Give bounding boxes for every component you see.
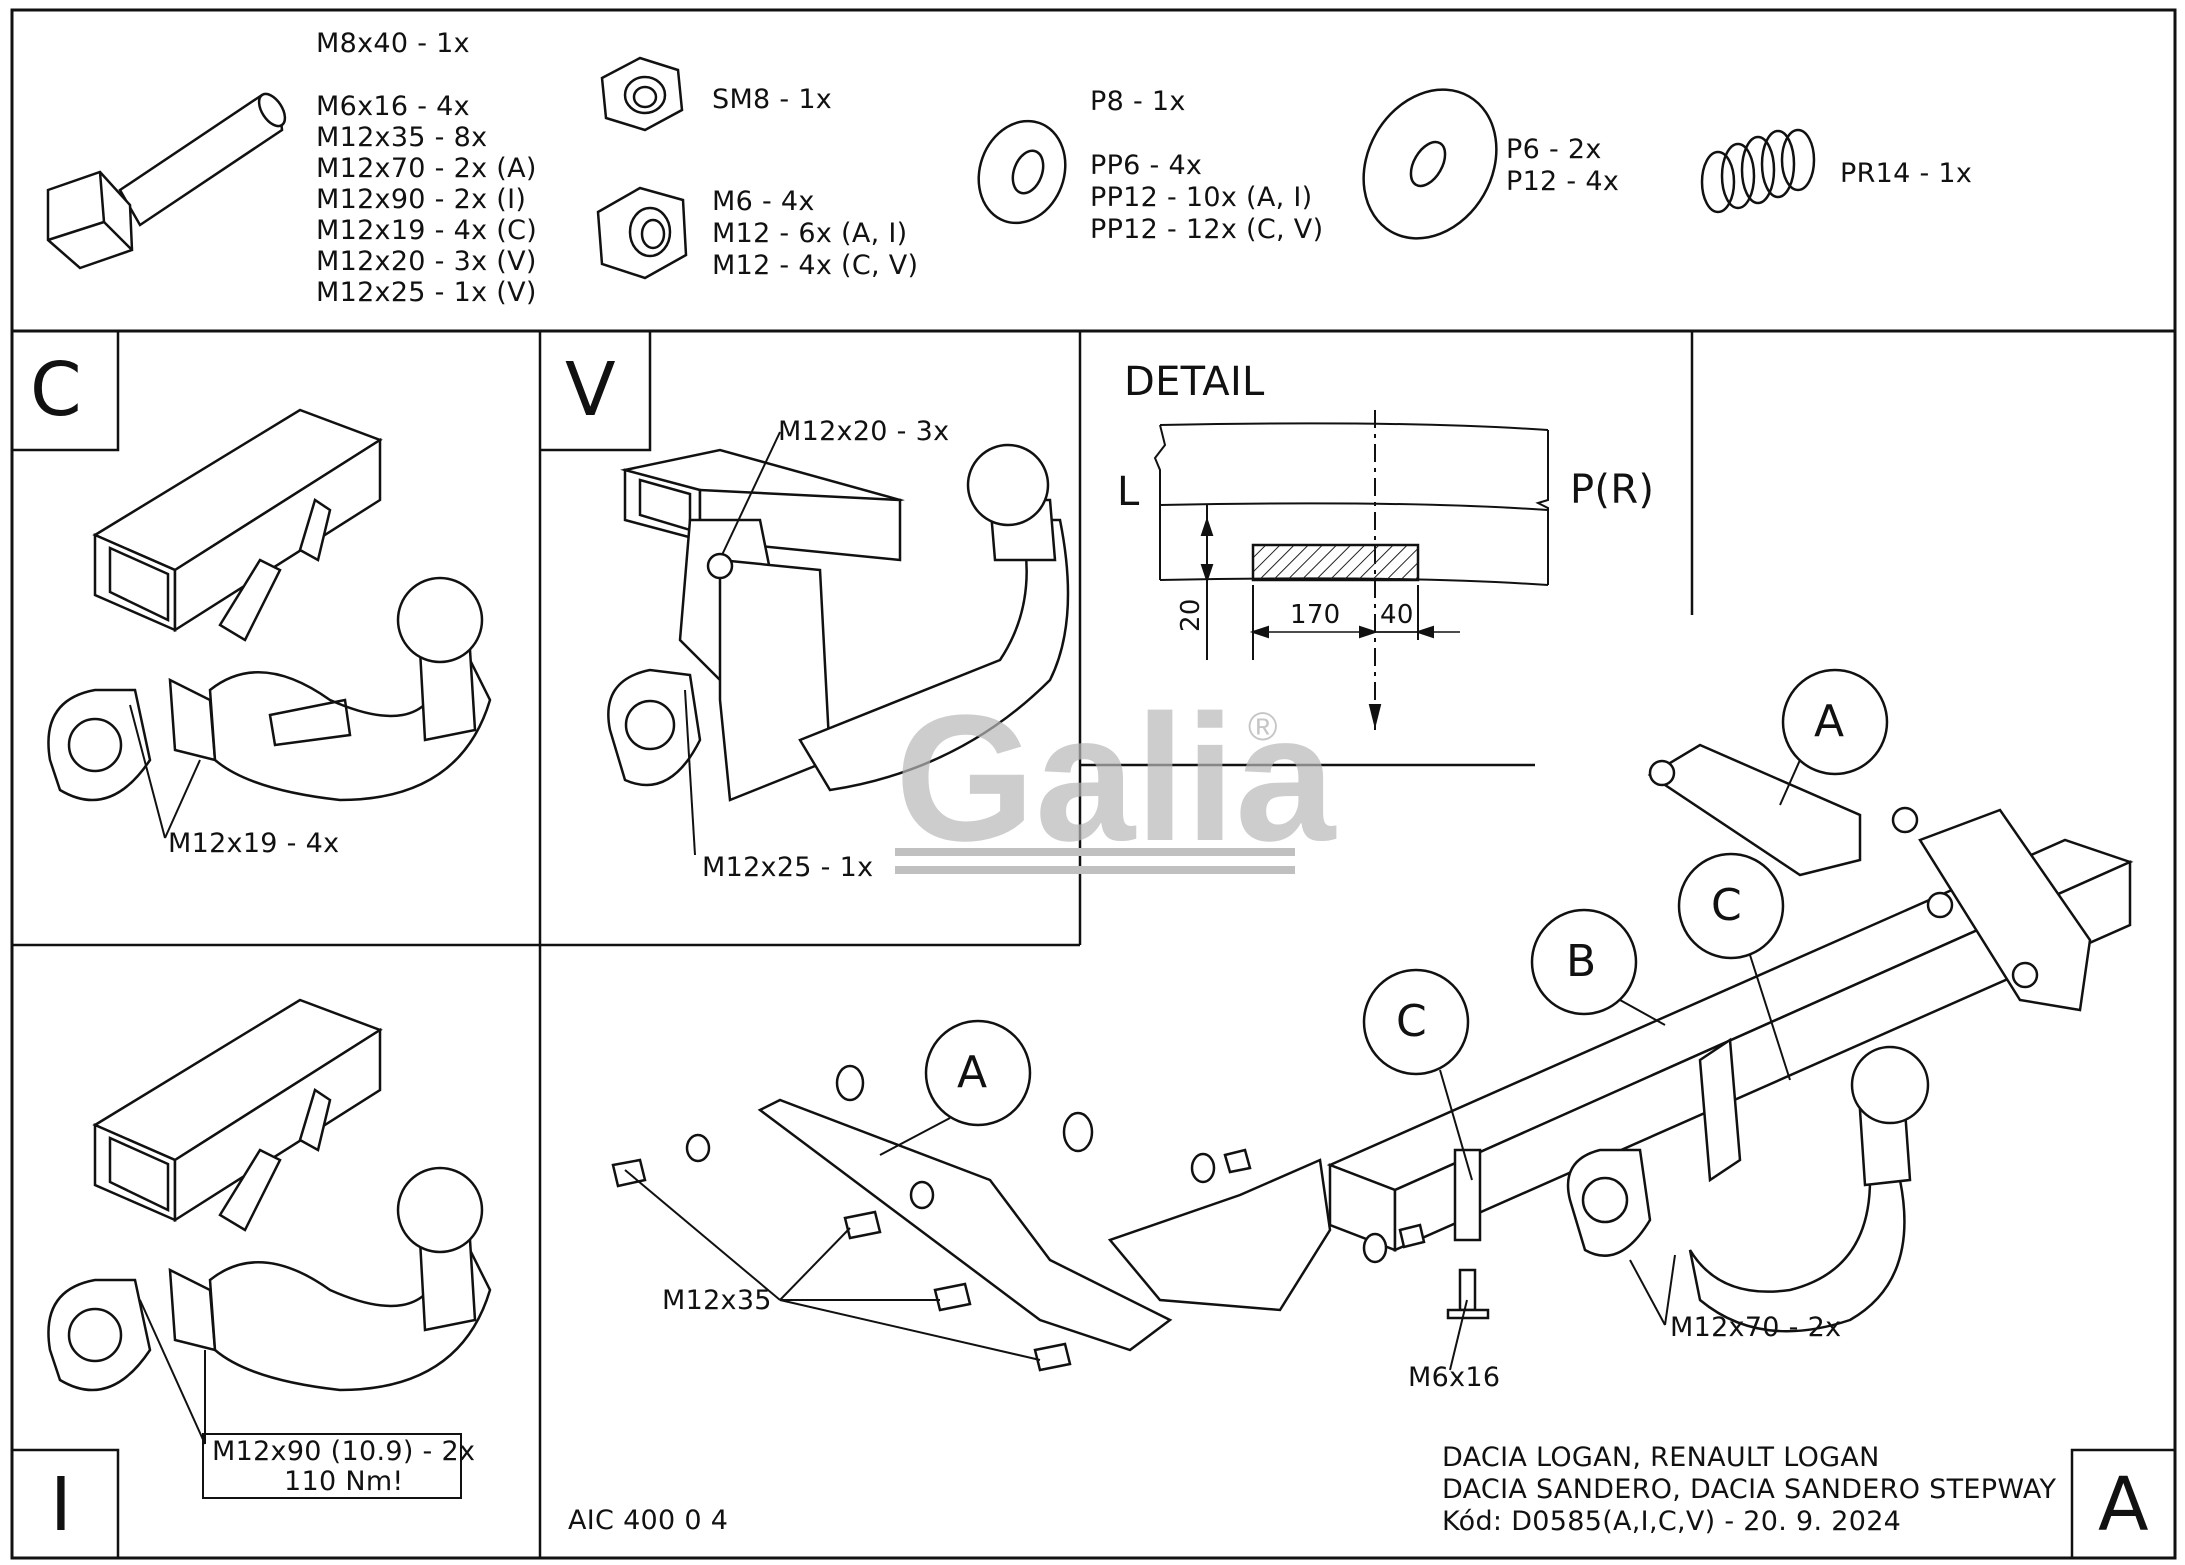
galia-watermark-logo: Galia ® (895, 678, 1337, 879)
assembly-leaders (624, 759, 1801, 1371)
callout-circle-a-top (1781, 668, 1889, 776)
torque-spec-line2: 110 Nm! (284, 1466, 404, 1497)
assembly-label-m12x35: M12x35 (662, 1285, 772, 1316)
assembly-label-m6x16: M6x16 (1408, 1362, 1501, 1393)
main-assembly-illustration (611, 743, 2134, 1372)
panel-c-hitch-illustration (47, 408, 492, 802)
detail-title: DETAIL (1124, 359, 1265, 405)
vehicle-line-1: DACIA LOGAN, RENAULT LOGAN (1442, 1442, 1880, 1473)
watermark-registered-mark: ® (1248, 705, 1277, 749)
callout-b: B (1566, 936, 1597, 987)
callout-circle-c-right (1677, 852, 1785, 960)
panel-letter-i: I (50, 1462, 72, 1548)
bolt-spec-5: M12x19 - 4x (C) (316, 215, 538, 246)
bolt-spec-6: M12x20 - 3x (V) (316, 246, 537, 277)
detail-view-drawing (1080, 331, 1694, 767)
callout-a-left: A (957, 1047, 988, 1098)
letter-box-v (540, 331, 652, 452)
crossbar-side (1393, 860, 2132, 1252)
detail-dim-width: 170 (1290, 600, 1341, 630)
outer-frame (10, 8, 2177, 1560)
small-washer-icon (977, 119, 1067, 225)
panel-i-leaders (139, 1299, 206, 1445)
bolt-spec-4: M12x90 - 2x (I) (316, 184, 527, 215)
bolt-spec-3: M12x70 - 2x (A) (316, 153, 537, 184)
callout-circle-c-left (1362, 968, 1470, 1076)
self-lock-nut-spec: SM8 - 1x (712, 84, 833, 115)
panel-i-hitch-illustration (47, 998, 492, 1392)
panel-c-bolt-label: M12x19 - 4x (168, 828, 340, 859)
tow-ball-neck (1688, 1178, 1906, 1333)
callout-c-left: C (1396, 996, 1428, 1047)
washer-small-spec-2: PP12 - 10x (A, I) (1090, 182, 1313, 213)
torque-spec-line1: M12x90 (10.9) - 2x (212, 1436, 476, 1467)
spring-spec: PR14 - 1x (1840, 158, 1973, 189)
detail-dim-height: 20 (1176, 598, 1206, 632)
bolt-spec-2: M12x35 - 8x (316, 122, 488, 153)
detail-left-label: L (1117, 469, 1140, 515)
left-mount-plate (1107, 1158, 1332, 1312)
panel-v-leaders (684, 431, 781, 856)
detail-right-label: P(R) (1570, 467, 1655, 513)
spring-icon (1700, 128, 1816, 214)
washer-large-spec-1: P12 - 4x (1506, 166, 1620, 197)
letter-box-a (2070, 1448, 2175, 1558)
assembly-label-m12x70: M12x70 - 2x (1670, 1312, 1842, 1343)
tow-ball (1850, 1045, 1930, 1125)
bolt-spec-0: M8x40 - 1x (316, 28, 470, 59)
nut-spec-0: M6 - 4x (712, 186, 815, 217)
panel-v-bolt-label-top: M12x20 - 3x (778, 416, 950, 447)
washer-small-spec-0: P8 - 1x (1090, 86, 1186, 117)
callout-a-top: A (1814, 696, 1845, 747)
panel-letter-c: C (30, 347, 82, 433)
panel-letter-v: V (565, 347, 616, 433)
right-mount-plate (1918, 808, 2092, 1012)
washer-small-spec-1: PP6 - 4x (1090, 150, 1203, 181)
callout-c-right: C (1711, 880, 1743, 931)
hex-nut-icon (596, 186, 688, 280)
bolt-m8x40-icon (46, 92, 287, 270)
letter-box-i (12, 1448, 120, 1558)
right-bracket-a (1647, 743, 1862, 877)
nut-spec-1: M12 - 6x (A, I) (712, 218, 908, 249)
large-washer-icon (1362, 88, 1498, 240)
callout-circle-a-left (924, 1019, 1032, 1127)
panel-c-leaders (129, 704, 201, 839)
vehicle-line-2: DACIA SANDERO, DACIA SANDERO STEPWAY (1442, 1474, 2057, 1505)
detail-dim-offset: 40 (1380, 600, 1414, 630)
nut-spec-2: M12 - 4x (C, V) (712, 250, 919, 281)
torque-box (202, 1433, 462, 1499)
washer-small-spec-3: PP12 - 12x (C, V) (1090, 214, 1324, 245)
drawing-code: AIC 400 0 4 (568, 1505, 729, 1536)
panel-letter-a: A (2098, 1462, 2149, 1548)
washer-large-spec-0: P6 - 2x (1506, 134, 1602, 165)
panel-v-bolt-label-bottom: M12x25 - 1x (702, 852, 874, 883)
panel-v-hitch-illustration (607, 443, 1070, 802)
bolt-spec-7: M12x25 - 1x (V) (316, 277, 537, 308)
kod-line: Kód: D0585(A,I,C,V) - 20. 9. 2024 (1442, 1506, 1902, 1537)
bolt-spec-1: M6x16 - 4x (316, 91, 470, 122)
letter-box-c (12, 331, 120, 452)
self-lock-nut-icon (600, 56, 684, 132)
left-bracket-a (757, 1098, 1173, 1352)
watermark-text: Galia (895, 678, 1337, 879)
callout-circle-b (1530, 908, 1638, 1016)
